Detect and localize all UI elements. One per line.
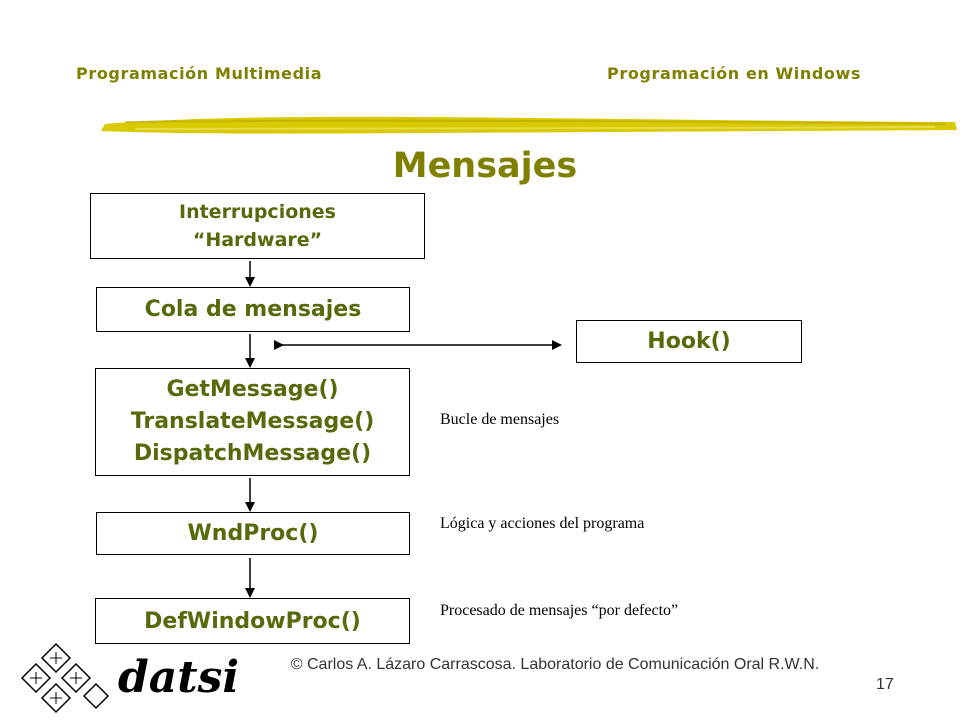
header-right-title: Programación en Windows xyxy=(607,64,862,83)
logo-wordmark: datsi xyxy=(118,652,238,703)
defwindowproc-box: DefWindowProc() xyxy=(95,598,410,644)
hook-box: Hook() xyxy=(576,320,802,363)
translatemessage-label: TranslateMessage() xyxy=(130,409,375,434)
wndproc-box: WndProc() xyxy=(96,512,410,555)
note-default-processing: Procesado de mensajes “por defecto” xyxy=(440,602,679,619)
message-loop-box: GetMessage() TranslateMessage() Dispatch… xyxy=(95,368,410,476)
footer-copyright: © Carlos A. Lázaro Carrascosa. Laborator… xyxy=(290,656,820,673)
getmessage-label: GetMessage() xyxy=(166,377,339,402)
note-message-loop: Bucle de mensajes xyxy=(440,411,560,428)
hardware-box-line-1: Interrupciones xyxy=(179,201,336,223)
hardware-box-line-2: “Hardware” xyxy=(192,229,323,251)
page-number: 17 xyxy=(876,676,894,693)
hardware-interrupts-box: Interrupciones “Hardware” xyxy=(90,193,425,259)
note-program-logic: Lógica y acciones del programa xyxy=(440,515,645,532)
message-queue-box: Cola de mensajes xyxy=(96,287,410,332)
header-left-title: Programación Multimedia xyxy=(76,64,323,83)
slide-title: Mensajes xyxy=(392,146,578,186)
dispatchmessage-label: DispatchMessage() xyxy=(133,441,372,466)
datsi-logo: datsi xyxy=(20,642,238,714)
brush-stroke-divider xyxy=(101,116,957,134)
